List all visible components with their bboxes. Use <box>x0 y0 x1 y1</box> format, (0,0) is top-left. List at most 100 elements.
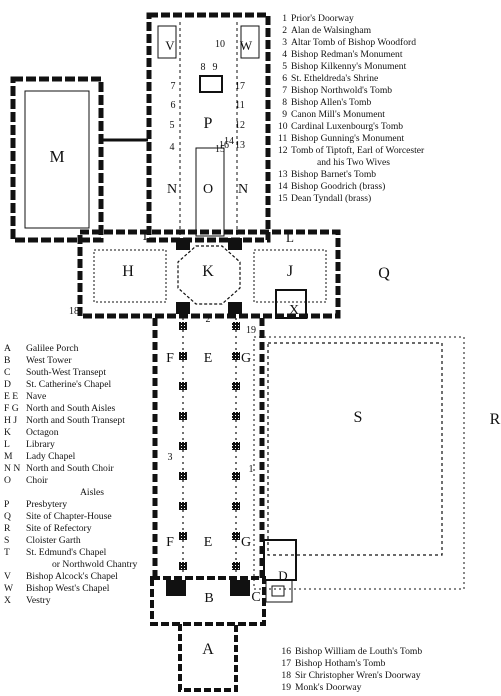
label-h: H <box>122 263 134 280</box>
label-e-lower: E <box>204 535 213 550</box>
legend-key: 9 <box>282 109 287 120</box>
legend-key: C <box>4 367 11 378</box>
legend-text: South-West Transept <box>26 367 106 378</box>
marker-9: 9 <box>213 62 218 73</box>
legend-key: 8 <box>282 97 287 108</box>
label-r: R <box>490 411 501 428</box>
legend-text: West Tower <box>26 355 72 366</box>
legend-text: St. Etheldreda's Shrine <box>291 73 379 84</box>
legend-key: 17 <box>281 658 291 669</box>
legend-text: Altar Tomb of Bishop Woodford <box>291 37 417 48</box>
galilee-porch-wall <box>178 624 238 692</box>
legend-key: A <box>4 343 11 354</box>
legend-text: Bishop Kilkenny's Monument <box>291 61 407 72</box>
label-g-lower: G <box>241 535 251 550</box>
legend-entry: S Cloister Garth <box>4 535 137 547</box>
legend-key: K <box>4 427 11 438</box>
legend-key: 1 <box>282 13 287 24</box>
legend-key: X <box>4 595 11 606</box>
legend-entry: C South-West Transept <box>4 367 137 379</box>
legend-text: Prior's Doorway <box>291 13 354 24</box>
label-n-right: N <box>238 182 248 197</box>
legend-text: Choir <box>26 475 48 486</box>
legend-text: Bishop Hotham's Tomb <box>295 658 386 669</box>
legend-key: Q <box>4 511 11 522</box>
legend-text: Bishop Northwold's Tomb <box>291 85 393 96</box>
legend-key: B <box>4 355 11 366</box>
label-t: T <box>141 228 149 243</box>
legend-entry: Q Site of Chapter-House <box>4 511 137 523</box>
legend-key: 13 <box>278 169 288 180</box>
marker-16: 16 <box>219 140 229 151</box>
legend-key: S <box>4 535 10 546</box>
label-a: A <box>202 641 214 658</box>
legend-text: Bishop Alcock's Chapel <box>26 571 118 582</box>
marker-13: 13 <box>235 140 245 151</box>
legend-text: St. Edmund's Chapel <box>26 547 107 558</box>
legend-key: 5 <box>282 61 287 72</box>
label-f-upper: F <box>166 351 174 366</box>
marker-7: 7 <box>171 81 176 92</box>
legend-text: Bishop Gunning's Monument <box>291 133 405 144</box>
legend-key: 4 <box>282 49 287 60</box>
legend-text: North and South Aisles <box>26 403 116 414</box>
legend-text: Site of Chapter-House <box>26 511 112 522</box>
legend-text: North and South Choir <box>26 463 114 474</box>
legend-key: 14 <box>278 181 288 192</box>
legend-text: Sir Christopher Wren's Doorway <box>295 670 421 681</box>
nave-piers <box>166 238 250 596</box>
legend-entry: 1 Prior's Doorway <box>278 13 424 25</box>
legend-key: 6 <box>282 73 287 84</box>
legend-key: D <box>4 379 11 390</box>
marker-2: 2 <box>206 314 211 325</box>
marker-14: 14 <box>224 136 234 147</box>
label-s: S <box>354 409 363 426</box>
lady-chapel-wall <box>10 76 104 243</box>
marker-17: 17 <box>235 81 245 92</box>
legend-key: 2 <box>282 25 287 36</box>
legend-key: P <box>4 499 10 510</box>
label-n-left: N <box>167 182 177 197</box>
legend-text: Bishop Goodrich (brass) <box>291 181 386 192</box>
cloister-garth <box>267 342 443 556</box>
legend-key: H J <box>4 415 18 426</box>
legend-key: F G <box>4 403 19 414</box>
legend-text: Cardinal Luxenbourg's Tomb <box>291 121 404 132</box>
legend-text: Presbytery <box>26 499 68 510</box>
legend-key: V <box>4 571 11 582</box>
label-x: X <box>289 303 299 318</box>
legend-key: O <box>4 475 11 486</box>
marker-12: 12 <box>235 120 245 131</box>
label-m: M <box>49 147 64 166</box>
legend-key: T <box>4 547 10 558</box>
marker-19: 19 <box>246 325 256 336</box>
label-e-upper: E <box>204 351 213 366</box>
legend-text: Tomb of Tiptoft, Earl of Worcester <box>291 145 425 156</box>
legend-text: Cloister Garth <box>26 535 81 546</box>
marker-3: 3 <box>168 452 173 463</box>
legend-key: 15 <box>278 193 288 204</box>
marker-4: 4 <box>170 142 175 153</box>
legend-key: L <box>4 439 10 450</box>
